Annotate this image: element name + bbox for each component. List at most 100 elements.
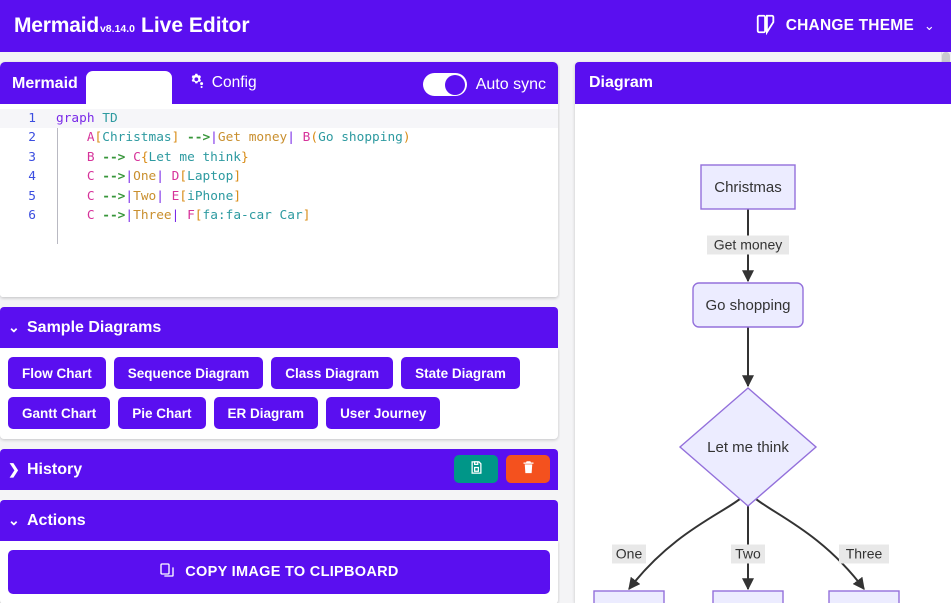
flow-node-label: Let me think (707, 439, 789, 456)
chevron-right-icon: ❯ (8, 461, 20, 477)
diagram-header: Diagram (575, 62, 951, 104)
sample-diagram-class-diagram[interactable]: Class Diagram (271, 357, 394, 389)
sample-diagram-er-diagram[interactable]: ER Diagram (213, 397, 319, 429)
svg-text:Three: Three (846, 546, 883, 562)
line-number: 6 (28, 207, 36, 223)
chevron-down-icon: ⌄ (8, 319, 20, 335)
code-editor[interactable]: 1 graph TD 2 A[Christmas] -->|Get money| B… (0, 104, 558, 297)
actions-panel: ⌄ Actions COPY IMAGE TO CLIPBOARD (0, 500, 558, 603)
actions-body: COPY IMAGE TO CLIPBOARD (0, 541, 558, 603)
code-text[interactable]: C -->|Three| F[fa:fa-car Car] (86, 207, 311, 223)
actions-title: Actions (27, 511, 86, 529)
actions-header[interactable]: ⌄ Actions (0, 500, 558, 541)
code-text[interactable]: A[Christmas] -->|Get money| B(Go shoppin… (86, 130, 411, 146)
history-panel: ❯ History (0, 449, 558, 490)
chevron-down-icon: ⌄ (923, 18, 935, 33)
flow-node-car[interactable]: Car (828, 590, 900, 603)
code-line[interactable]: 6 C -->|Three| F[fa:fa-car Car] (0, 206, 558, 225)
trash-icon (521, 460, 536, 478)
top-navbar: Mermaid v8.14.0 Live Editor CHANGE THEME… (0, 0, 951, 52)
save-file-icon (469, 460, 484, 478)
line-number: 2 (28, 130, 36, 146)
editor-card: Mermaid Config A (0, 62, 558, 297)
svg-text:Get money: Get money (714, 237, 782, 253)
line-number: 5 (28, 188, 36, 204)
gutter-divider (57, 128, 58, 244)
code-text[interactable]: C -->|One| D[Laptop] (86, 169, 242, 185)
code-line[interactable]: 4 C -->|One| D[Laptop] (0, 167, 558, 186)
auto-sync-toggle[interactable] (422, 73, 467, 96)
auto-sync-label: Auto sync (475, 75, 546, 93)
delete-history-button[interactable] (506, 455, 550, 483)
flow-node-christmas[interactable]: Christmas (700, 164, 796, 210)
flow-node-label: Christmas (714, 179, 782, 196)
sample-diagram-flow-chart[interactable]: Flow Chart (8, 357, 106, 389)
edge-label-one: One (612, 544, 646, 564)
editor-tabbar: Mermaid Config A (0, 62, 558, 104)
code-lines[interactable]: 1 graph TD 2 A[Christmas] -->|Get money| B… (0, 109, 558, 225)
history-actions (454, 455, 550, 483)
sample-diagram-sequence-diagram[interactable]: Sequence Diagram (113, 357, 264, 389)
brand-suffix: Live Editor (141, 14, 250, 37)
change-theme-button[interactable]: CHANGE THEME ⌄ (755, 13, 935, 40)
history-header[interactable]: ❯ History (0, 449, 558, 490)
copy-image-label: COPY IMAGE TO CLIPBOARD (185, 564, 399, 580)
line-number: 4 (28, 169, 36, 185)
tab-mermaid-label: Mermaid (12, 75, 78, 92)
tab-config[interactable]: Config (172, 72, 267, 104)
svg-text:One: One (616, 546, 643, 562)
flow-node-let-me-think[interactable]: Let me think (678, 387, 818, 507)
sample-diagram-state-diagram[interactable]: State Diagram (401, 357, 520, 389)
brand-version: v8.14.0 (99, 23, 136, 35)
edge-label-three: Three (839, 544, 889, 564)
brand-name: Mermaid (14, 14, 99, 37)
tab-config-label: Config (211, 74, 257, 91)
flow-node-iphone[interactable]: iPhone (712, 590, 784, 603)
edge-C-F (747, 486, 865, 590)
gears-icon (188, 72, 205, 94)
line-number: 3 (28, 149, 36, 165)
copy-image-to-clipboard-button[interactable]: COPY IMAGE TO CLIPBOARD (8, 550, 550, 594)
sample-diagram-gantt-chart[interactable]: Gantt Chart (8, 397, 111, 429)
history-title: History (27, 460, 83, 478)
code-line[interactable]: 5 C -->|Two| E[iPhone] (0, 187, 558, 206)
toggle-knob (445, 74, 466, 95)
code-text[interactable]: B --> C{Let me think} (86, 149, 249, 165)
svg-text:Two: Two (735, 546, 761, 562)
save-history-button[interactable] (454, 455, 498, 483)
code-text[interactable]: graph TD (56, 111, 118, 126)
left-panel: Mermaid Config A (0, 52, 560, 603)
chevron-down-icon: ⌄ (8, 512, 20, 528)
theme-swatch-icon (755, 13, 777, 40)
sample-diagrams-header[interactable]: ⌄ Sample Diagrams (0, 307, 558, 348)
sample-diagram-pie-chart[interactable]: Pie Chart (118, 397, 206, 429)
diagram-title: Diagram (589, 74, 654, 91)
flow-node-go-shopping[interactable]: Go shopping (692, 282, 804, 328)
edge-C-D (628, 486, 749, 590)
code-line[interactable]: 2 A[Christmas] -->|Get money| B(Go shopp… (0, 128, 558, 147)
edge-label-get-money: Get money (707, 235, 789, 255)
copy-icon (159, 562, 175, 582)
code-line[interactable]: 3 B --> C{Let me think} (0, 148, 558, 167)
app-brand: Mermaid v8.14.0 Live Editor (14, 14, 250, 38)
auto-sync-control[interactable]: Auto sync (422, 73, 546, 96)
edge-label-two: Two (731, 544, 765, 564)
tab-mermaid[interactable] (85, 71, 172, 104)
flow-node-label: Go shopping (705, 297, 790, 314)
line-number: 1 (28, 111, 36, 126)
flow-node-laptop[interactable]: Laptop (593, 590, 665, 603)
code-line[interactable]: 1 graph TD (0, 109, 558, 129)
sample-diagram-user-journey[interactable]: User Journey (326, 397, 441, 429)
code-text[interactable]: C -->|Two| E[iPhone] (86, 188, 242, 204)
change-theme-label: CHANGE THEME (785, 17, 914, 34)
